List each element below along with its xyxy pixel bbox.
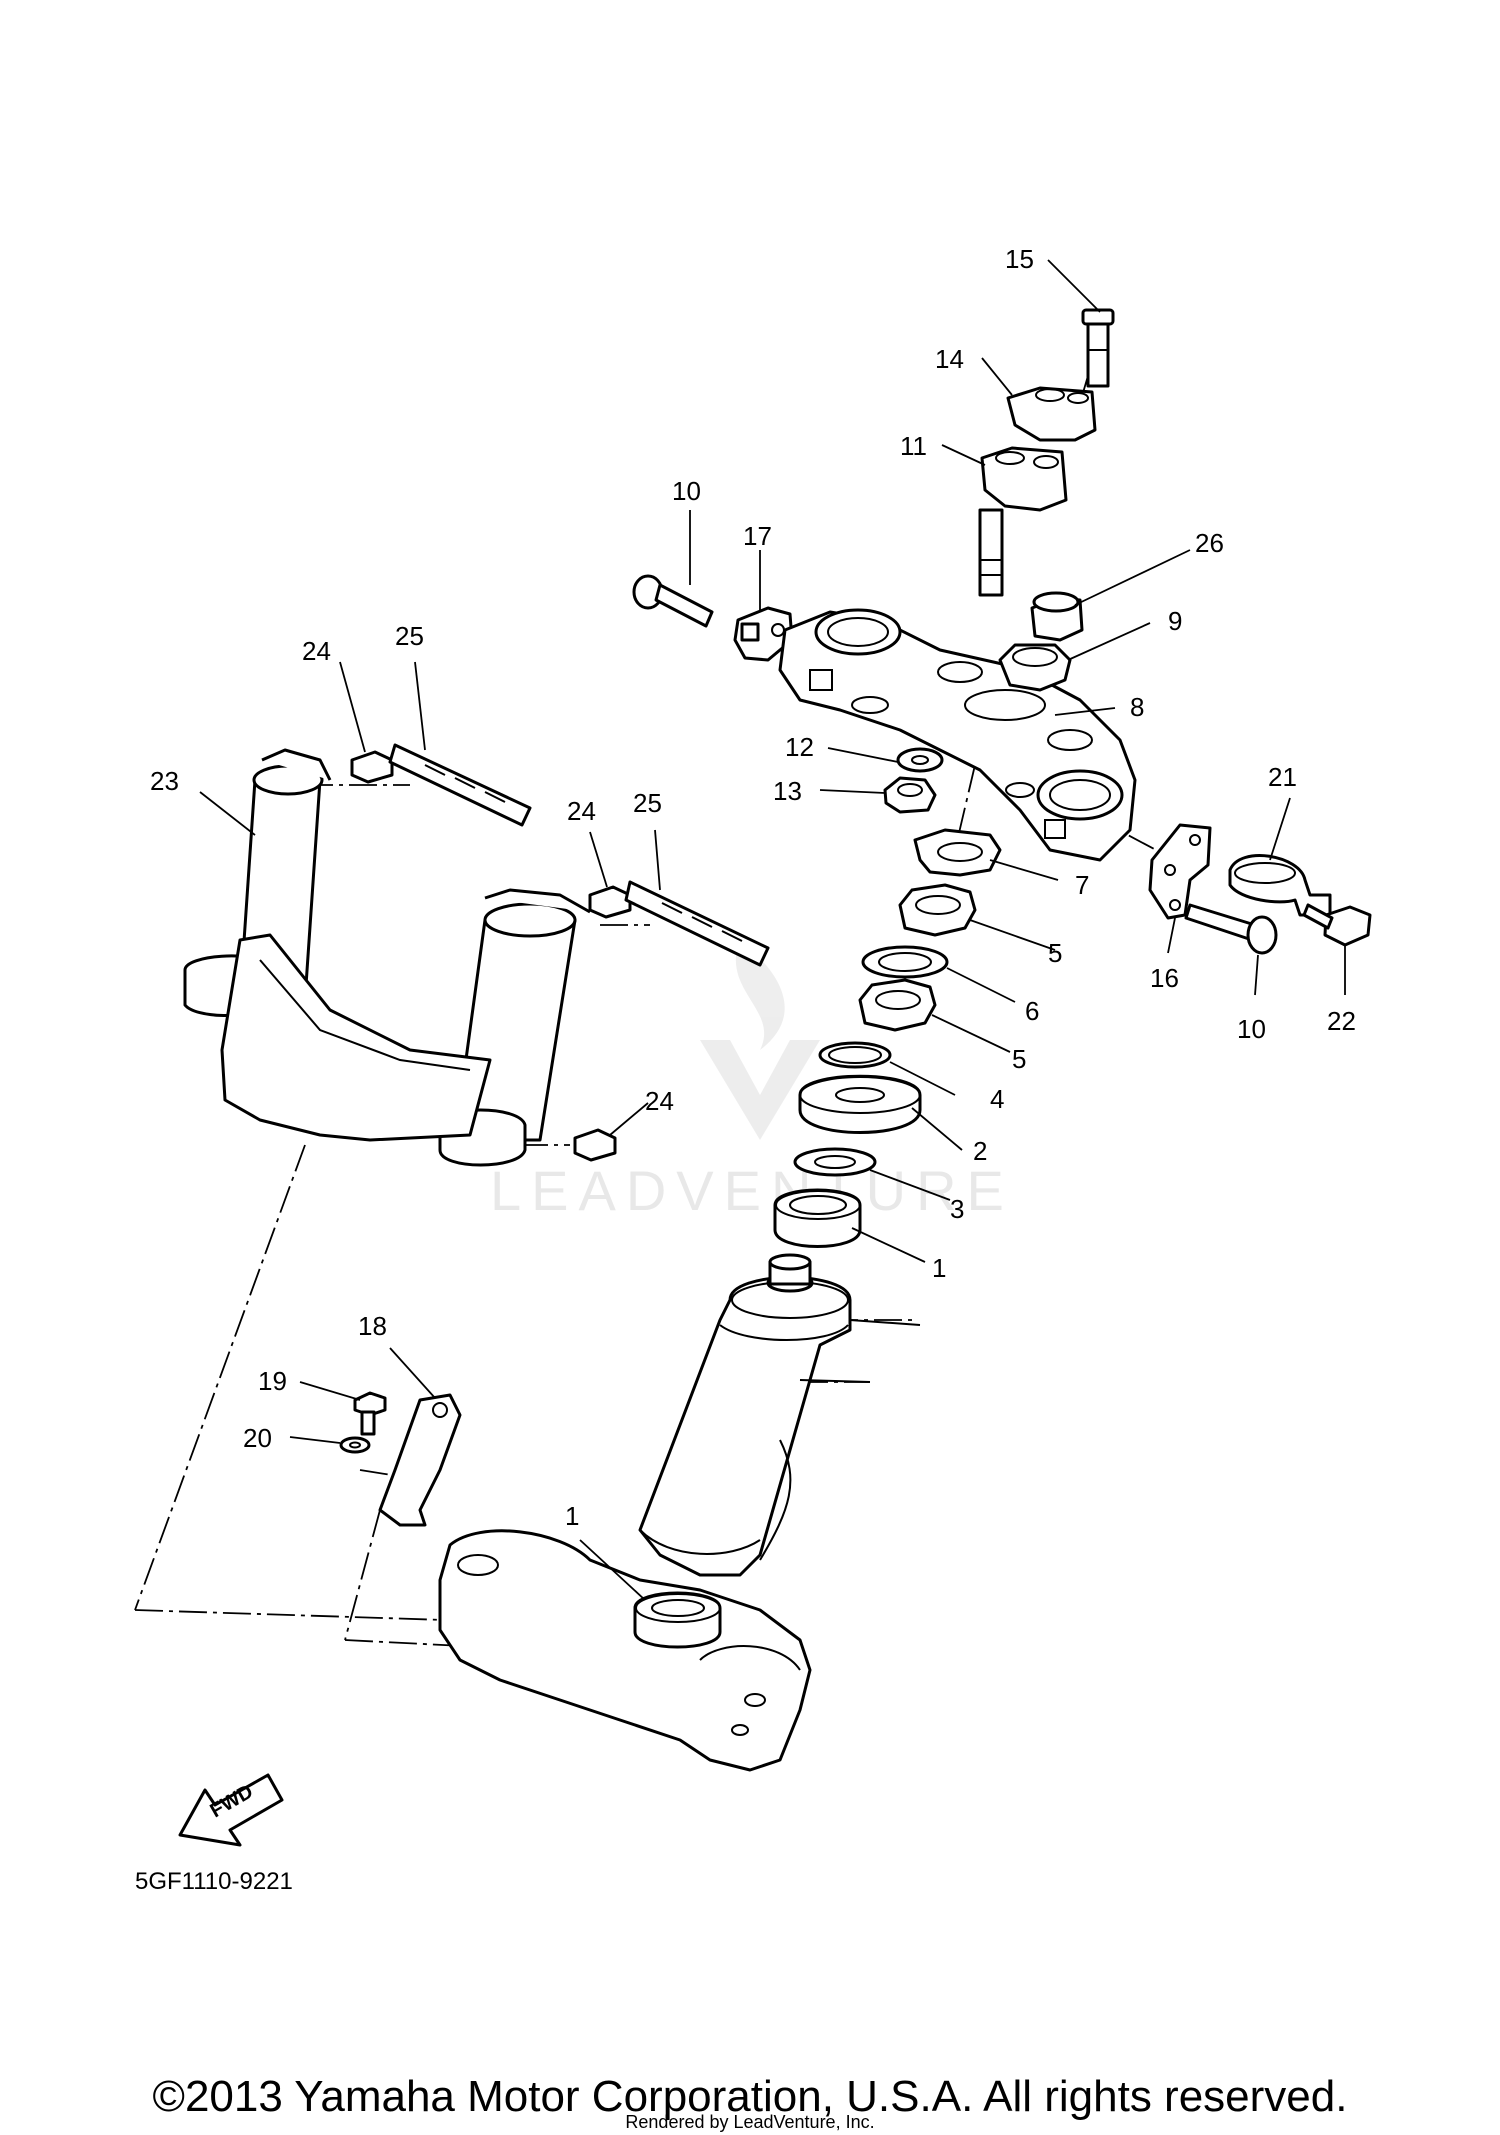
- watermark: LEADVENTURE: [490, 940, 1014, 1222]
- clip-24-a: [350, 750, 394, 784]
- bolt-22: [1302, 903, 1372, 947]
- ring-nut-5-upper: [898, 883, 977, 937]
- fwd-arrow-icon: FWD: [178, 1773, 284, 1847]
- reflector-25-a: [388, 743, 532, 827]
- bolt-10-lower: [1184, 903, 1278, 955]
- bolt-19: [353, 1391, 387, 1436]
- handlebar-holder-upper-14: [1006, 386, 1097, 442]
- callout-6: 6: [1025, 996, 1039, 1026]
- callout-10-lower: 10: [1237, 1014, 1266, 1044]
- callout-8: 8: [1130, 692, 1144, 722]
- o-ring-4: [818, 1041, 892, 1069]
- callout-19: 19: [258, 1366, 287, 1396]
- copyright-notice: ©2013 Yamaha Motor Corporation, U.S.A. A…: [152, 2072, 1348, 2121]
- diagram-code: 5GF1110-9221: [135, 1868, 293, 1895]
- ring-nut-5-lower: [858, 978, 937, 1032]
- callout-24-a: 24: [302, 636, 331, 666]
- bearing-1-lower: [633, 1591, 722, 1649]
- callout-11: 11: [900, 431, 927, 461]
- lock-washer-7: [913, 828, 1002, 877]
- washer-20: [339, 1436, 371, 1454]
- callout-12: 12: [785, 732, 814, 762]
- bracket-18: [378, 1393, 462, 1527]
- callout-2: 2: [973, 1136, 987, 1166]
- callout-4: 4: [990, 1084, 1004, 1114]
- cap-26: [1030, 591, 1084, 642]
- clip-24-b: [588, 885, 632, 919]
- cover-2: [798, 1074, 922, 1134]
- plate-17: [733, 606, 794, 662]
- rendered-by-text: Rendered by LeadVenture, Inc.: [625, 2112, 875, 2132]
- callout-18: 18: [358, 1311, 387, 1341]
- callout-21: 21: [1268, 762, 1297, 792]
- clip-24-c: [573, 1128, 617, 1162]
- callout-5-upper: 5: [1048, 938, 1062, 968]
- callout-1-upper: 1: [932, 1253, 946, 1283]
- leader-lines: [199, 259, 1346, 1601]
- callout-24-b: 24: [567, 796, 596, 826]
- callout-3: 3: [950, 1194, 964, 1224]
- upper-bracket-8: [778, 608, 1137, 862]
- callout-22: 22: [1327, 1006, 1356, 1036]
- steering-stem: [438, 1253, 921, 1772]
- callout-24-c: 24: [645, 1086, 674, 1116]
- callout-16: 16: [1150, 963, 1179, 993]
- washer-6: [861, 945, 949, 979]
- callout-13: 13: [773, 776, 802, 806]
- nut-13: [883, 776, 937, 814]
- callout-7: 7: [1075, 870, 1089, 900]
- clamp-21: [1228, 854, 1332, 917]
- callout-17: 17: [743, 521, 772, 551]
- callout-1-lower: 1: [565, 1501, 579, 1531]
- bolt-15: [1081, 308, 1115, 388]
- washer-3: [793, 1147, 877, 1177]
- watermark-text: LEADVENTURE: [490, 1159, 1014, 1222]
- callout-25-b: 25: [633, 788, 662, 818]
- stay-23: [183, 748, 591, 1167]
- handlebar-holder-lower-11: [978, 446, 1068, 597]
- callout-5-lower: 5: [1012, 1044, 1026, 1074]
- nut-9: [998, 643, 1072, 692]
- callout-26: 26: [1195, 528, 1224, 558]
- bolt-10-upper: [632, 574, 714, 628]
- bracket-16: [1148, 823, 1212, 920]
- callout-23: 23: [150, 766, 179, 796]
- callout-9: 9: [1168, 606, 1182, 636]
- callout-10-upper: 10: [672, 476, 701, 506]
- callout-14: 14: [935, 344, 964, 374]
- reflector-25-b: [624, 880, 770, 967]
- bearing-1-upper: [773, 1188, 862, 1248]
- callout-20: 20: [243, 1423, 272, 1453]
- callout-15: 15: [1005, 244, 1034, 274]
- callout-25-a: 25: [395, 621, 424, 651]
- washer-12: [896, 747, 944, 773]
- callout-labels: 15 14 11 10 17 26 9 8 12 13 21 7 5 16 10…: [150, 244, 1356, 1531]
